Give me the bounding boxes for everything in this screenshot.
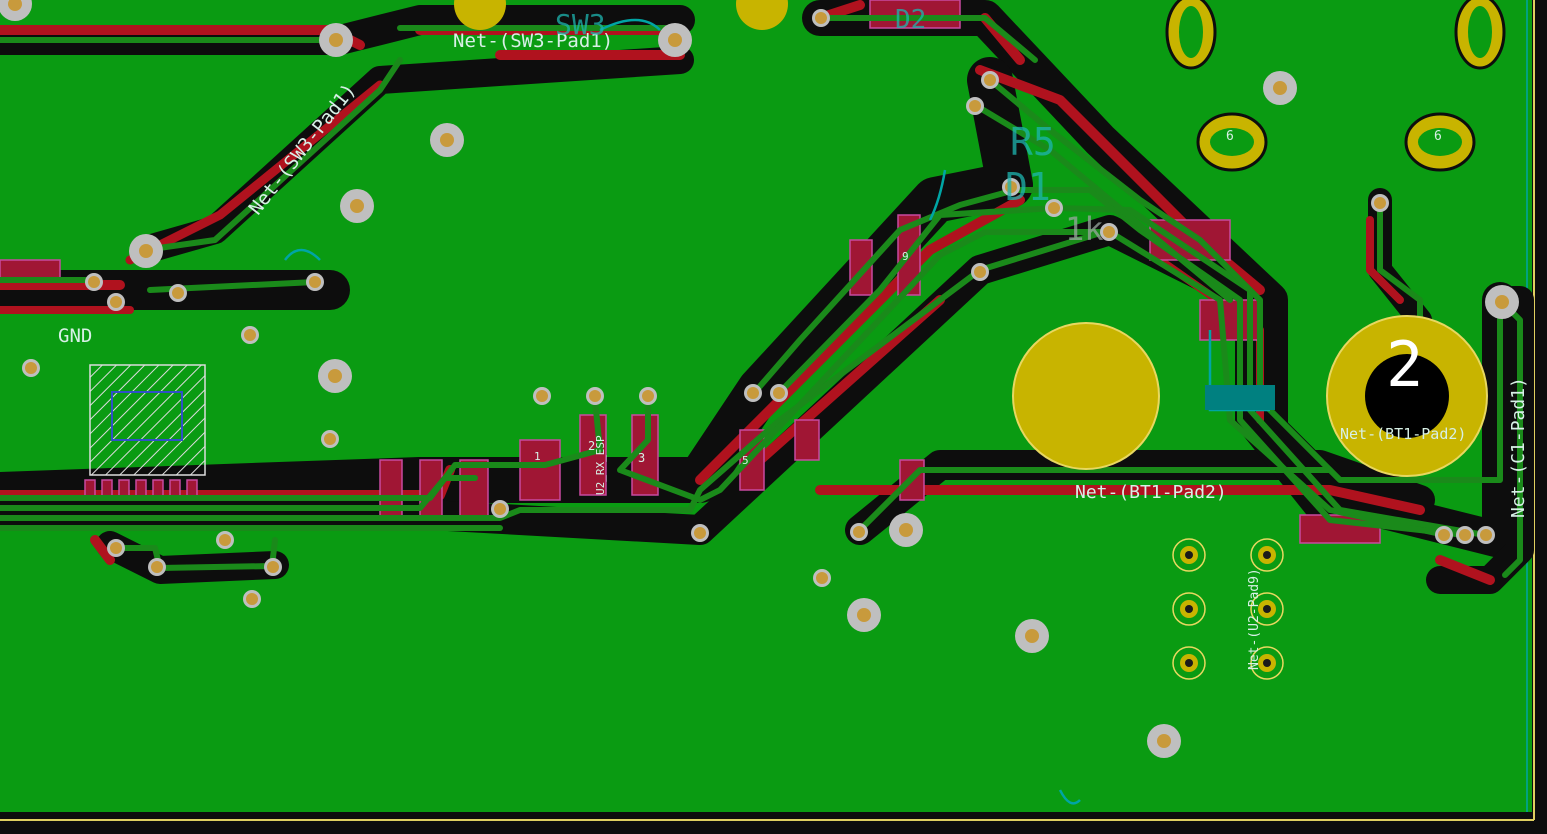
gnd-label: GND bbox=[58, 325, 92, 347]
ref-d2: D2 bbox=[895, 5, 926, 35]
hatched-footprint bbox=[89, 364, 206, 476]
large-vias bbox=[0, 0, 1519, 758]
through-hole-pads bbox=[454, 0, 1506, 680]
u2-rx-esp-label: U2_RX_ESP bbox=[594, 435, 607, 495]
footprint-inner bbox=[111, 391, 183, 441]
courtyard-outlines bbox=[284, 18, 1275, 805]
net-label-c1-pad1: Net-(C1-Pad1) bbox=[1508, 377, 1529, 518]
front-copper-tracks bbox=[0, 15, 1523, 578]
ref-1k: 1k bbox=[1065, 210, 1104, 248]
ref-d1: D1 bbox=[1005, 165, 1051, 209]
net-label-u2-pad9: Net-(U2-Pad9) bbox=[1247, 568, 1262, 670]
reference-designators: SW3 R5 D1 D2 1k bbox=[555, 5, 1104, 248]
bt1-pad-number: 2 bbox=[1386, 328, 1423, 401]
net-label-bt1-pad2-pad: Net-(BT1-Pad2) bbox=[1340, 425, 1466, 443]
ref-sw3: SW3 bbox=[555, 8, 606, 41]
ref-r5: R5 bbox=[1010, 120, 1056, 164]
net-label-sw3-top: Net-(SW3-Pad1) bbox=[453, 30, 613, 52]
pad-number-5: 5 bbox=[742, 454, 749, 467]
net-label-bt1-pad2-trace: Net-(BT1-Pad2) bbox=[1075, 482, 1227, 503]
pad-number-1: 1 bbox=[534, 450, 541, 463]
pad-number-6b: 6 bbox=[1434, 129, 1442, 144]
pad-number-9: 9 bbox=[902, 250, 909, 263]
header-pins bbox=[1172, 538, 1284, 680]
small-vias bbox=[22, 9, 1495, 608]
pad-number-6a: 6 bbox=[1226, 129, 1234, 144]
bt1-pad1[interactable] bbox=[1012, 322, 1160, 470]
pad-number-3: 3 bbox=[638, 451, 645, 465]
bt1-pad2-hole bbox=[1365, 354, 1449, 438]
pad-number-2: 2 bbox=[588, 439, 595, 453]
